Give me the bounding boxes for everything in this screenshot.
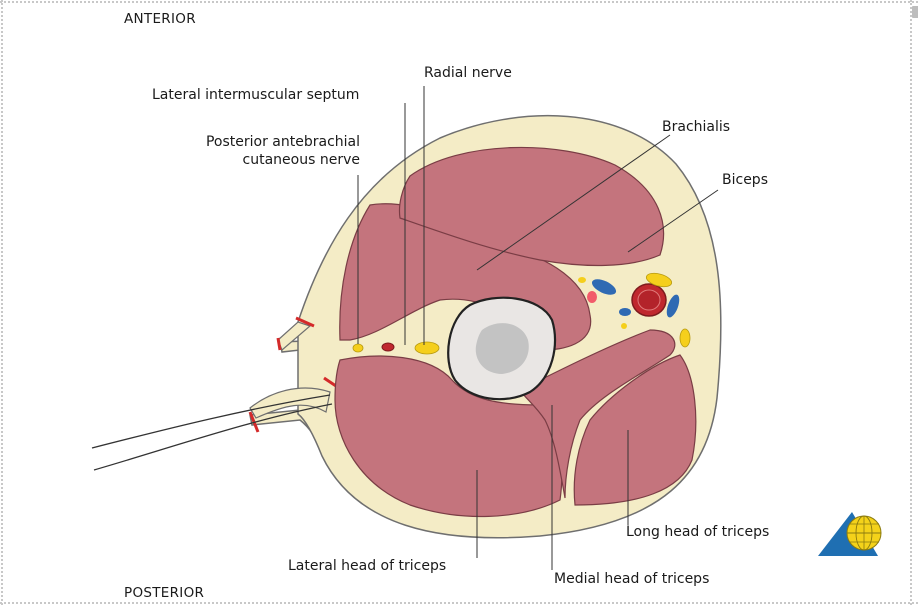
posterior-antebrachial-cutaneous-nerve bbox=[353, 344, 363, 352]
globe-triangle-logo bbox=[818, 512, 881, 556]
small-vessel-red bbox=[587, 291, 597, 303]
posterior-antebrachial-cutaneous-nerve-label: Posterior antebrachial cutaneous nerve bbox=[206, 133, 360, 169]
small-nerve bbox=[621, 323, 627, 329]
profunda-artery bbox=[382, 343, 394, 351]
small-vessel-blue bbox=[619, 308, 631, 316]
lateral-head-of-triceps-label: Lateral head of triceps bbox=[288, 557, 446, 575]
small-nerve bbox=[578, 277, 586, 283]
artery-lumen bbox=[638, 290, 660, 310]
radial-nerve bbox=[415, 342, 439, 354]
long-head-of-triceps-label: Long head of triceps bbox=[626, 523, 769, 541]
anterior-label: ANTERIOR bbox=[124, 10, 196, 28]
lateral-intermuscular-septum-label: Lateral intermuscular septum bbox=[152, 86, 359, 104]
brachialis-label: Brachialis bbox=[662, 118, 730, 136]
biceps-label: Biceps bbox=[722, 171, 768, 189]
medial-head-of-triceps-label: Medial head of triceps bbox=[554, 570, 709, 588]
incision-mark bbox=[278, 338, 280, 350]
posterior-label: POSTERIOR bbox=[124, 584, 204, 602]
ulnar-nerve bbox=[680, 329, 690, 347]
radial-nerve-label: Radial nerve bbox=[424, 64, 512, 82]
